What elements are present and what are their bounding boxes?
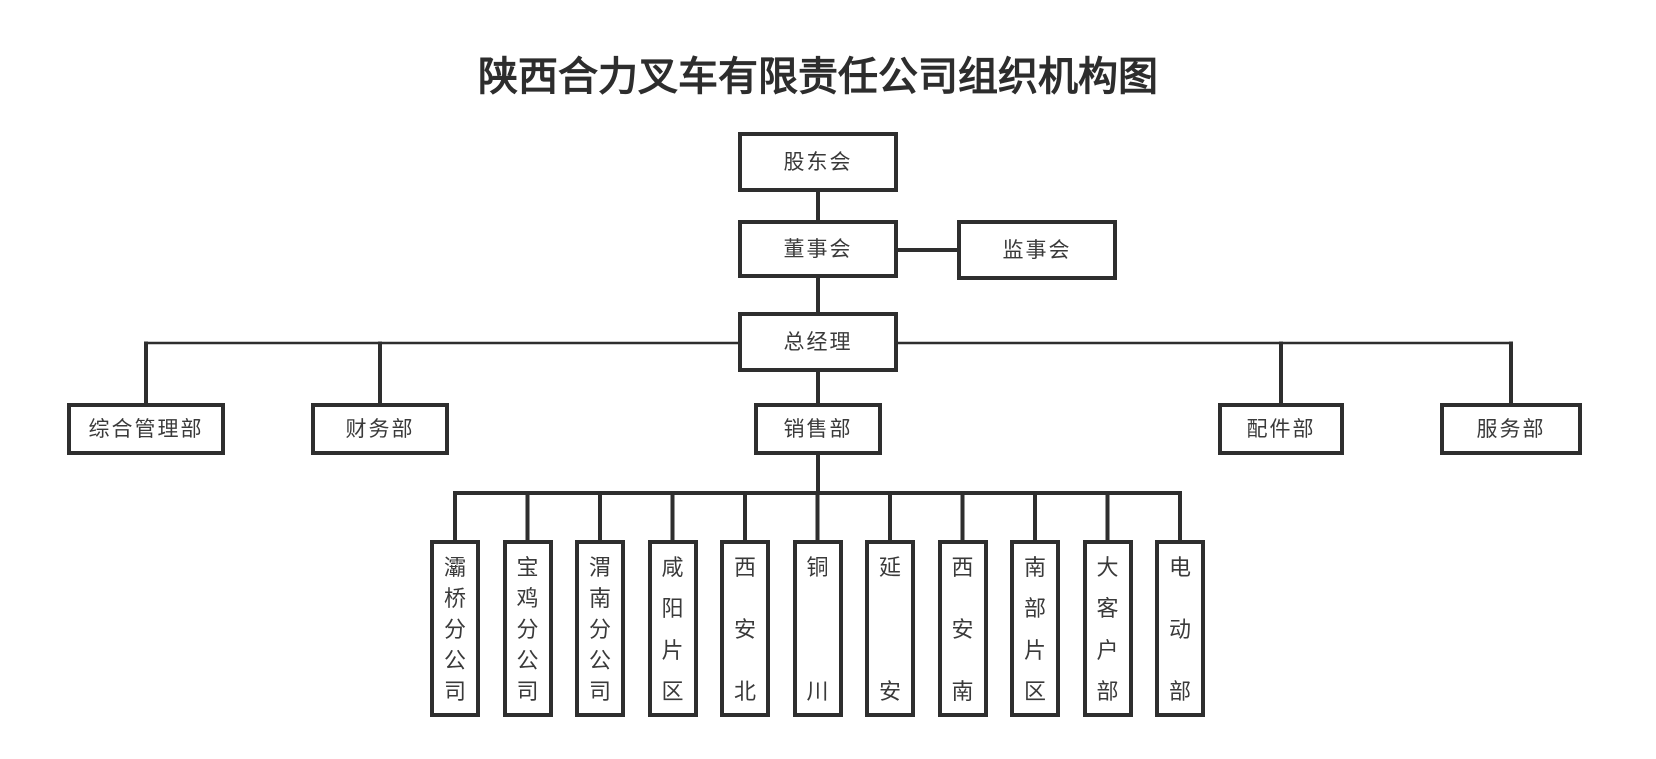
node-supervisory-board: 监事会 [957,220,1117,280]
node-dept-sales: 销售部 [754,403,882,455]
node-branch-xian-north: 西安北 [720,540,770,717]
node-dept-parts: 配件部 [1218,403,1344,455]
node-dept-general-management: 综合管理部 [67,403,225,455]
node-branch-tongchuan: 铜川 [792,540,843,717]
node-branch-yanan: 延安 [865,540,915,717]
node-branch-baqiao: 灞桥分公司 [430,540,480,717]
node-branch-weinan: 渭南分公司 [575,540,625,717]
node-branch-baoji: 宝鸡分公司 [502,540,553,717]
node-dept-finance: 财务部 [311,403,449,455]
node-general-manager: 总经理 [738,312,898,372]
page-title: 陕西合力叉车有限责任公司组织机构图 [478,55,1158,99]
node-branch-xianyang: 咸阳片区 [647,540,698,717]
node-branch-key-accounts: 大客户部 [1082,540,1133,717]
node-branch-south-area: 南部片区 [1010,540,1060,717]
node-dept-service: 服务部 [1440,403,1582,455]
node-branch-electric: 电动部 [1155,540,1205,717]
node-board-of-directors: 董事会 [738,220,898,278]
node-branch-xian-south: 西安南 [937,540,988,717]
node-shareholders-meeting: 股东会 [738,132,898,192]
